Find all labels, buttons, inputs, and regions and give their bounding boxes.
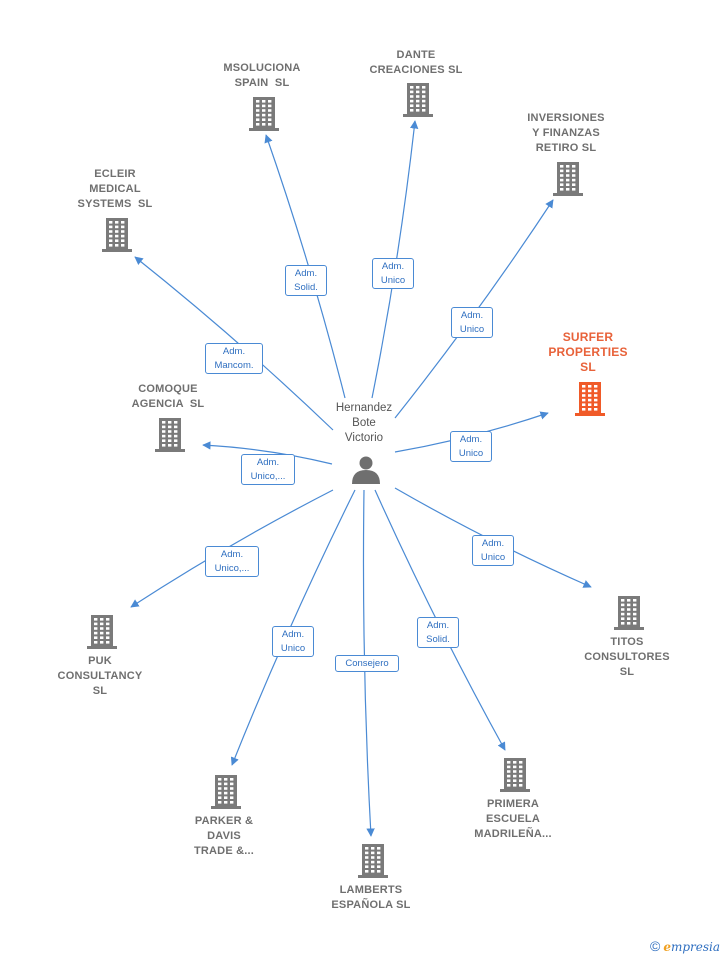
building-icon-parker[interactable] bbox=[211, 775, 241, 809]
role-badge-inversiones[interactable]: Adm.Unico bbox=[451, 307, 493, 338]
role-badge-puk[interactable]: Adm.Unico,... bbox=[205, 546, 259, 577]
role-badge-msoluciona[interactable]: Adm.Solid. bbox=[285, 265, 327, 296]
role-badge-primera[interactable]: Adm.Solid. bbox=[417, 617, 459, 648]
role-badge-parker[interactable]: Adm.Unico bbox=[272, 626, 314, 657]
edge-comoque bbox=[202, 441, 333, 465]
edge-ecleir bbox=[134, 256, 334, 431]
building-icon-ecleir[interactable] bbox=[102, 218, 132, 252]
building-icon-puk[interactable] bbox=[87, 615, 117, 649]
building-icon-titos[interactable] bbox=[614, 596, 644, 630]
empresia-logo[interactable]: ©empresia bbox=[650, 938, 721, 954]
edge-puk bbox=[130, 489, 334, 608]
copyright-icon: © bbox=[650, 938, 661, 954]
building-icon-lamberts[interactable] bbox=[358, 844, 388, 878]
person-icon[interactable] bbox=[352, 456, 380, 485]
role-badge-ecleir[interactable]: Adm.Mancom. bbox=[205, 343, 263, 374]
role-badge-comoque[interactable]: Adm.Unico,... bbox=[241, 454, 295, 485]
building-icon-dante[interactable] bbox=[403, 83, 433, 117]
building-icon-surfer[interactable] bbox=[575, 382, 605, 416]
center-person-name[interactable]: Hernandez Bote Victorio bbox=[335, 402, 393, 444]
role-badge-lamberts[interactable]: Consejero bbox=[335, 655, 399, 672]
role-badge-titos[interactable]: Adm.Unico bbox=[472, 535, 514, 566]
role-badge-dante[interactable]: Adm.Unico bbox=[372, 258, 414, 289]
building-icon-primera[interactable] bbox=[500, 758, 530, 792]
building-icon-inversiones[interactable] bbox=[553, 162, 583, 196]
building-icon-msoluciona[interactable] bbox=[249, 97, 279, 131]
role-badge-surfer[interactable]: Adm.Unico bbox=[450, 431, 492, 462]
building-icon-comoque[interactable] bbox=[155, 418, 185, 452]
